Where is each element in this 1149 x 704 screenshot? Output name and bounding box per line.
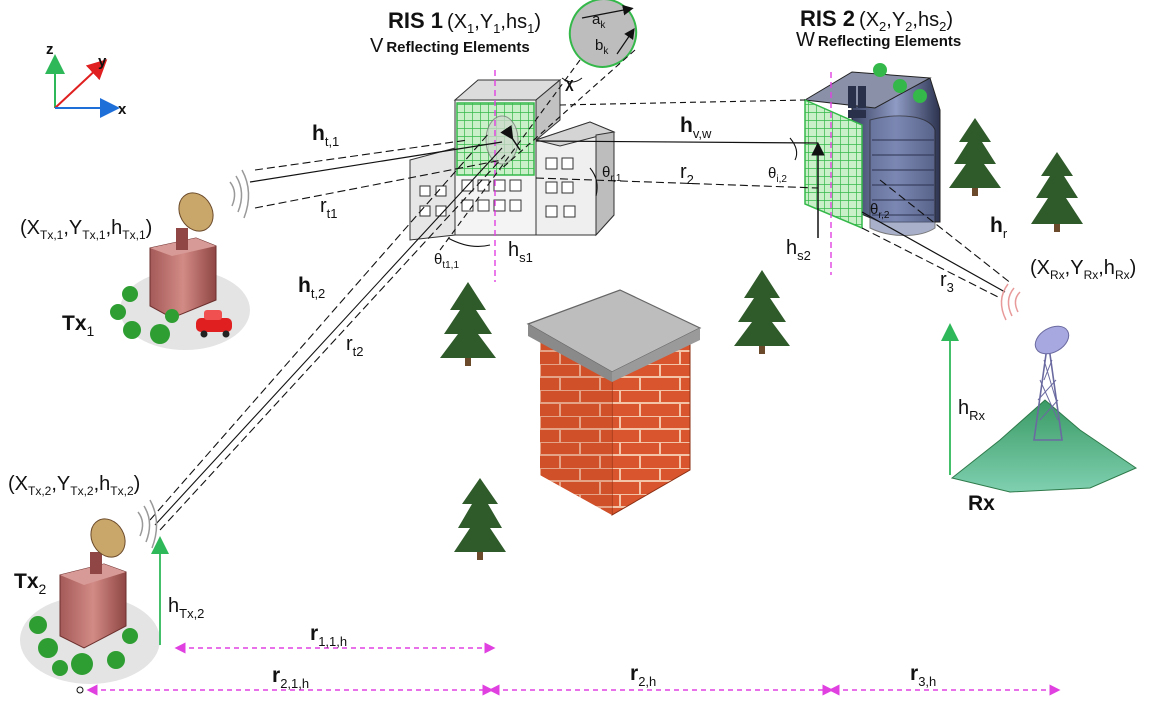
tx1-label: Tx [62, 312, 87, 335]
h-t2-label: h [298, 274, 311, 297]
car-icon [196, 310, 232, 338]
rx-label: Rx [968, 492, 995, 515]
tx2-height-label: h [168, 595, 179, 617]
svg-text:θr,2: θr,2 [870, 201, 890, 221]
ris2-building [803, 63, 941, 275]
svg-text:rt1: rt1 [320, 195, 338, 221]
pine-tree-icon [1031, 152, 1083, 232]
theta-t11-label: θ [434, 251, 442, 268]
rx-height-label: h [958, 397, 969, 419]
svg-text:bk: bk [595, 37, 609, 57]
svg-text:(XTx,2,YTx,2,hTx,2): (XTx,2,YTx,2,hTx,2) [8, 473, 140, 498]
theta-r1-label: θ [602, 164, 610, 181]
ris1-title: RIS 1 [388, 8, 443, 33]
pine-tree-icon [734, 270, 790, 354]
svg-text:r3,h: r3,h [910, 662, 936, 689]
r2-label: r [680, 161, 687, 183]
svg-text:ak: ak [592, 11, 606, 31]
ris2-count-letter: W [796, 29, 815, 51]
svg-text:(XRx,YRx,hRx): (XRx,YRx,hRx) [1030, 257, 1136, 282]
ris1-count-letter: V [370, 35, 384, 57]
svg-text:(XTx,1,YTx,1,hTx,1): (XTx,1,YTx,1,hTx,1) [20, 217, 152, 242]
r2h-label: r [630, 662, 638, 685]
y-axis-arrow [54, 59, 108, 109]
svg-text:hv,w: hv,w [680, 114, 712, 141]
svg-text:hr: hr [990, 214, 1008, 241]
x-axis-label: x [118, 101, 127, 118]
svg-text:r2: r2 [680, 161, 694, 187]
hs1-label: h [508, 239, 519, 261]
r-t1-label: r [320, 195, 327, 217]
r3h-label: r [910, 662, 918, 685]
svg-text:Tx2: Tx2 [14, 570, 47, 597]
axes-triad: z y x [45, 41, 127, 118]
svg-text:r2,h: r2,h [630, 662, 656, 689]
svg-text:hTx,2: hTx,2 [168, 595, 204, 621]
svg-text:Tx1: Tx1 [62, 312, 95, 339]
ground-dimension-lines [86, 642, 1061, 696]
tx1-station [110, 169, 250, 350]
r11h-label: r [310, 622, 318, 645]
pine-tree-icon [440, 282, 496, 366]
svg-text:RIS 2(X2,Y2,hs2): RIS 2(X2,Y2,hs2) [800, 6, 953, 34]
b-k-label: b [595, 37, 603, 54]
tx2-station [20, 499, 169, 684]
svg-text:ht,1: ht,1 [312, 122, 339, 149]
svg-text:hs2: hs2 [786, 237, 811, 263]
rx-coords: (X [1030, 257, 1050, 279]
svg-text:θi,2: θi,2 [768, 165, 787, 185]
svg-text:r2,1,h: r2,1,h [272, 664, 309, 691]
r21h-label: r [272, 664, 280, 687]
svg-text:r3: r3 [940, 269, 954, 295]
svg-text:hs1: hs1 [508, 239, 533, 265]
brick-wall-obstacle [526, 289, 702, 516]
a-k-label: a [592, 11, 601, 28]
pine-tree-icon [454, 478, 506, 560]
svg-text:r1,1,h: r1,1,h [310, 622, 347, 649]
svg-text:θt1,1: θt1,1 [434, 251, 459, 271]
y-axis-label: y [98, 53, 107, 70]
svg-text:ht,2: ht,2 [298, 274, 325, 301]
tx2-coords: (X [8, 473, 28, 495]
tx1-coords: (X [20, 217, 40, 239]
h-t1-label: h [312, 122, 325, 145]
z-axis-label: z [46, 41, 54, 58]
h-r-label: h [990, 214, 1003, 237]
svg-text:hRx: hRx [958, 397, 986, 423]
svg-text:θr,1: θr,1 [602, 164, 622, 184]
theta-i2-label: θ [768, 165, 776, 182]
rx-station [941, 283, 1138, 493]
theta-r2-label: θ [870, 201, 878, 218]
svg-text:rt2: rt2 [346, 333, 364, 359]
svg-text:RIS 1(X1,Y1,hs1): RIS 1(X1,Y1,hs1) [388, 8, 541, 36]
h-vw-label: h [680, 114, 693, 137]
hs2-label: h [786, 237, 797, 259]
link-lines [149, 99, 1013, 531]
element-ellipse-inset: ak bk χ [439, 0, 638, 251]
chi-label: χ [565, 75, 574, 92]
r3-label: r [940, 269, 947, 291]
ris2-title: RIS 2 [800, 6, 855, 31]
tx2-label: Tx [14, 570, 39, 593]
r-t2-label: r [346, 333, 353, 355]
pine-tree-icon [949, 118, 1001, 196]
